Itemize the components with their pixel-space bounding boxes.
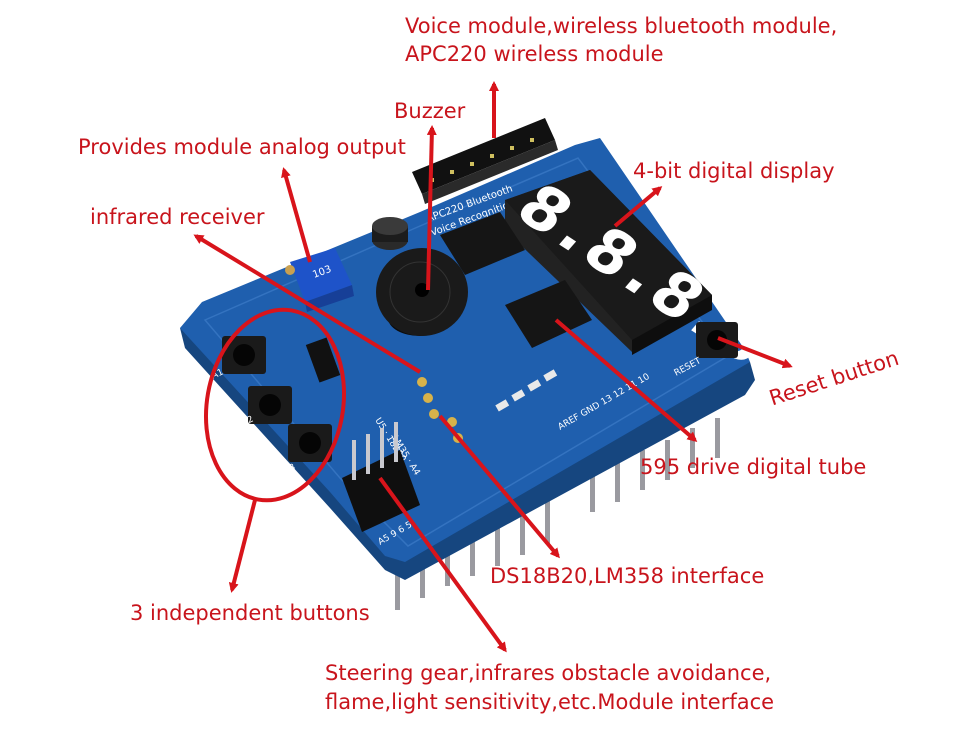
silk-sw2: S2-A2 bbox=[227, 415, 255, 435]
bottom-header-pins bbox=[395, 418, 720, 610]
label-digital-display: 4-bit digital display bbox=[633, 159, 835, 183]
ir-receiver-header bbox=[305, 337, 341, 383]
arrow-595 bbox=[554, 318, 698, 442]
arrow-buzzer bbox=[426, 125, 437, 291]
silk-sw3: S3-A3 bbox=[269, 463, 297, 483]
label-infrared-receiver: infrared receiver bbox=[90, 205, 265, 229]
bluetooth-header bbox=[412, 118, 558, 204]
arrow-buttons bbox=[228, 499, 257, 593]
label-analog-output: Provides module analog output bbox=[78, 135, 406, 159]
arrow-steering bbox=[378, 476, 507, 653]
button-s3 bbox=[288, 424, 332, 462]
arrow-analog bbox=[281, 167, 312, 263]
buttons-highlight-ellipse bbox=[203, 307, 347, 503]
label-voice-module-line2: APC220 wireless module bbox=[405, 42, 664, 66]
ic-595-bottom bbox=[505, 280, 592, 348]
ic-595-top bbox=[440, 212, 525, 275]
arrow-ds18b20 bbox=[438, 414, 560, 559]
button-s2 bbox=[248, 386, 292, 424]
capacitor bbox=[372, 217, 408, 250]
module-interface-header bbox=[342, 422, 420, 532]
buzzer-component bbox=[376, 248, 468, 336]
potentiometer: 103 bbox=[285, 248, 354, 312]
arrow-reset bbox=[717, 336, 793, 369]
label-steering-line1: Steering gear,infrares obstacle avoidanc… bbox=[325, 661, 772, 685]
label-ds18b20: DS18B20,LM358 interface bbox=[490, 564, 765, 588]
label-595-drive: 595 drive digital tube bbox=[640, 455, 867, 479]
label-three-buttons: 3 independent buttons bbox=[130, 601, 370, 625]
leds bbox=[495, 369, 558, 412]
annotation-arrows bbox=[193, 81, 793, 653]
label-steering-line2: flame,light sensitivity,etc.Module inter… bbox=[325, 690, 775, 714]
arrow-infrared bbox=[193, 234, 422, 374]
label-buzzer: Buzzer bbox=[394, 99, 466, 123]
reset-button-component bbox=[696, 322, 738, 358]
arrow-display bbox=[613, 186, 663, 228]
label-voice-module-line1: Voice module,wireless bluetooth module, bbox=[405, 14, 838, 38]
button-s1 bbox=[222, 336, 266, 374]
